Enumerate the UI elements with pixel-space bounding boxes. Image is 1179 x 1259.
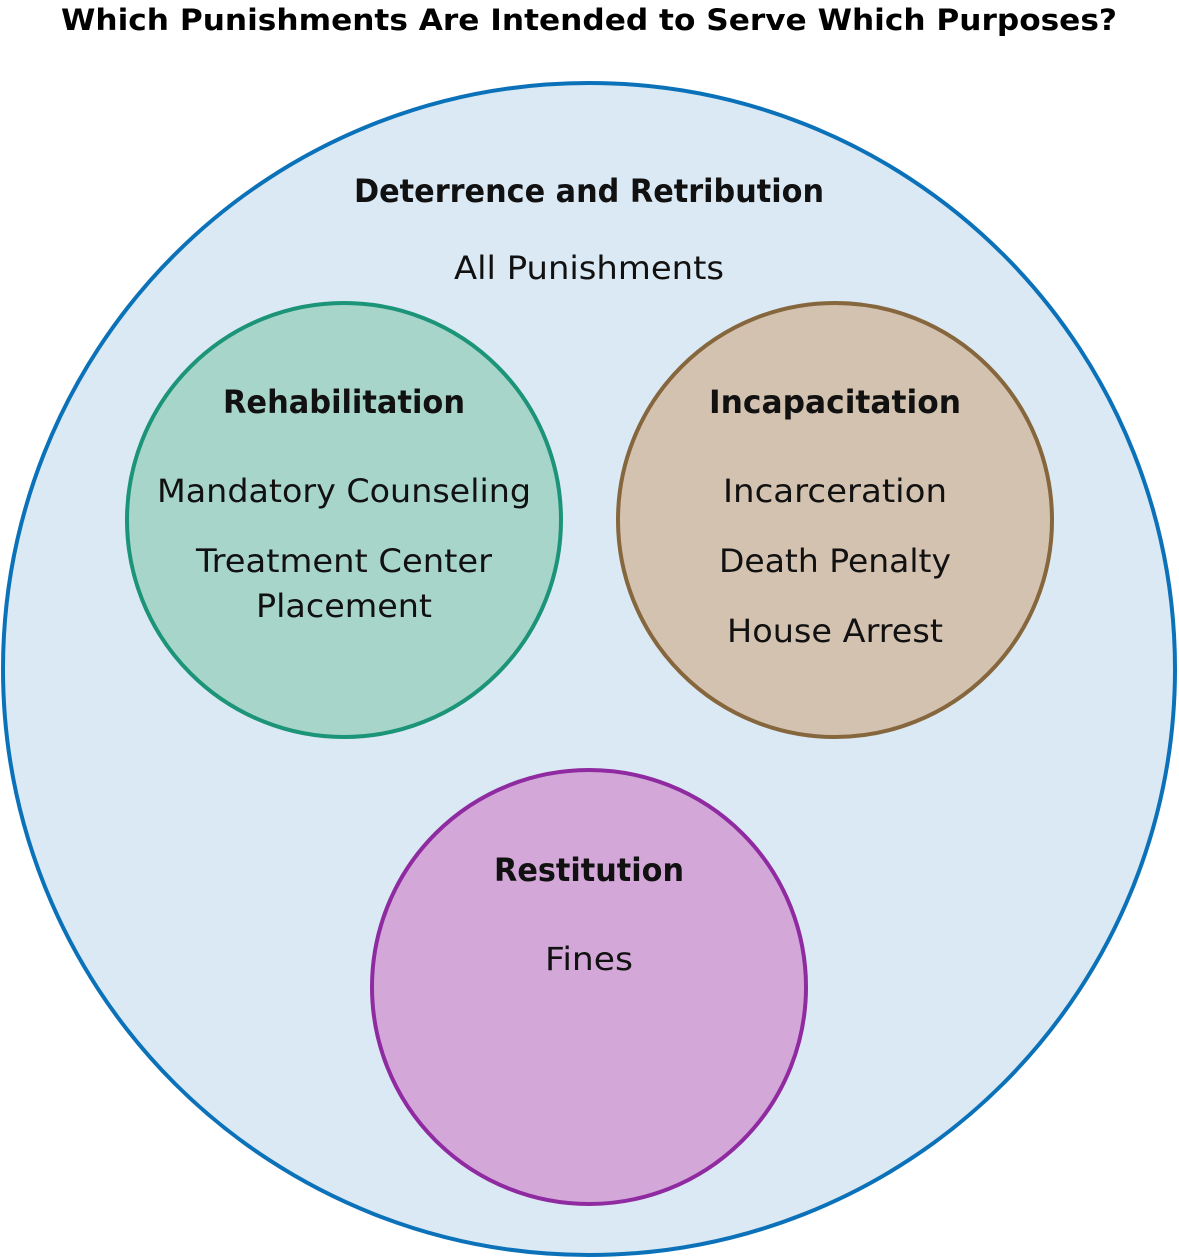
outer-heading: Deterrence and Retribution <box>354 172 824 210</box>
incapacitation-heading: Incapacitation <box>709 383 961 421</box>
restitution-circle-group: Restitution Fines <box>370 768 808 1206</box>
rehabilitation-item: Treatment Center <box>195 542 493 580</box>
incapacitation-circle-group: Incapacitation Incarceration Death Penal… <box>616 301 1054 739</box>
restitution-item: Fines <box>545 940 633 978</box>
rehabilitation-item: Placement <box>256 587 432 625</box>
rehabilitation-circle <box>125 301 563 739</box>
diagram-title: Which Punishments Are Intended to Serve … <box>61 3 1117 37</box>
incapacitation-circle <box>616 301 1054 739</box>
incapacitation-item: Death Penalty <box>719 542 951 580</box>
rehabilitation-item: Mandatory Counseling <box>157 472 531 510</box>
restitution-circle <box>370 768 808 1206</box>
outer-item: All Punishments <box>454 249 724 287</box>
restitution-heading: Restitution <box>494 851 684 889</box>
incapacitation-item: Incarceration <box>723 472 947 510</box>
rehabilitation-circle-group: Rehabilitation Mandatory Counseling Trea… <box>125 301 563 739</box>
incapacitation-item: House Arrest <box>727 612 943 650</box>
rehabilitation-heading: Rehabilitation <box>223 383 465 421</box>
